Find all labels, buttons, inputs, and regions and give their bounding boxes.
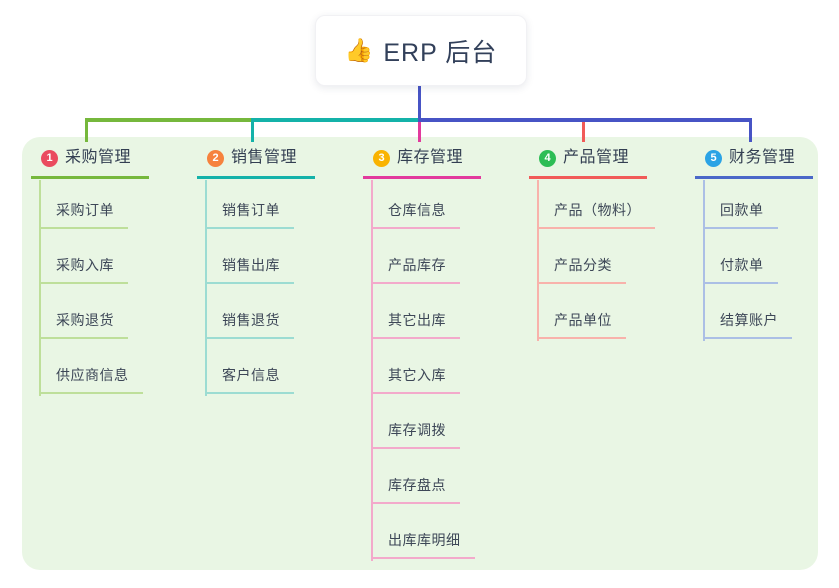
- branch-label: 财务管理: [729, 149, 796, 166]
- branch-header-财务管理[interactable]: 5 财务管理: [695, 147, 813, 179]
- child-item[interactable]: 库存盘点: [371, 475, 460, 504]
- thumbs-up-icon: 👍: [344, 37, 374, 63]
- mindmap-panel: [22, 137, 818, 570]
- child-item[interactable]: 产品单位: [537, 310, 626, 339]
- branch-number-badge: 1: [41, 149, 58, 167]
- branch-header-采购管理[interactable]: 1 采购管理: [31, 147, 149, 179]
- bus-line-right: [417, 118, 752, 122]
- branch-drop-line: [250, 118, 254, 142]
- child-item[interactable]: 仓库信息: [371, 200, 460, 229]
- child-item[interactable]: 出库库明细: [371, 530, 475, 559]
- branch-trunk-line: [39, 179, 41, 396]
- branch-trunk-line: [703, 179, 705, 341]
- child-item[interactable]: 产品库存: [371, 255, 460, 284]
- branch-label: 销售管理: [231, 149, 298, 166]
- branch-drop-line: [748, 118, 752, 142]
- child-item[interactable]: 其它出库: [371, 310, 460, 339]
- branch-label: 产品管理: [563, 149, 630, 166]
- child-item[interactable]: 付款单: [703, 255, 778, 284]
- branch-trunk-line: [537, 179, 539, 341]
- branch-header-销售管理[interactable]: 2 销售管理: [197, 147, 315, 179]
- branch-销售管理: 2 销售管理 销售订单销售出库销售退货客户信息: [197, 147, 315, 396]
- child-item[interactable]: 采购入库: [39, 255, 128, 284]
- branch-number-badge: 5: [705, 149, 722, 167]
- child-item[interactable]: 库存调拨: [371, 420, 460, 449]
- child-item[interactable]: 供应商信息: [39, 365, 143, 394]
- child-item[interactable]: 产品（物料）: [537, 200, 655, 229]
- root-connector-line: [417, 84, 421, 118]
- child-item[interactable]: 客户信息: [205, 365, 294, 394]
- root-node-erp[interactable]: 👍 ERP 后台: [315, 15, 527, 86]
- root-node-label: ERP 后台: [383, 38, 498, 67]
- bus-line-left: [84, 118, 254, 122]
- child-item[interactable]: 结算账户: [703, 310, 792, 339]
- child-item[interactable]: 销售订单: [205, 200, 294, 229]
- branch-number-badge: 3: [373, 149, 390, 167]
- child-item[interactable]: 销售退货: [205, 310, 294, 339]
- branch-header-产品管理[interactable]: 4 产品管理: [529, 147, 647, 179]
- branch-库存管理: 3 库存管理 仓库信息产品库存其它出库其它入库库存调拨库存盘点出库库明细: [363, 147, 481, 561]
- branch-drop-line: [417, 118, 421, 142]
- branch-number-badge: 2: [207, 149, 224, 167]
- branch-财务管理: 5 财务管理 回款单付款单结算账户: [695, 147, 813, 341]
- child-item[interactable]: 采购退货: [39, 310, 128, 339]
- branch-label: 库存管理: [397, 149, 464, 166]
- branch-drop-line: [84, 118, 88, 142]
- branch-trunk-line: [205, 179, 207, 396]
- child-item[interactable]: 采购订单: [39, 200, 128, 229]
- child-item[interactable]: 回款单: [703, 200, 778, 229]
- branch-header-库存管理[interactable]: 3 库存管理: [363, 147, 481, 179]
- branch-trunk-line: [371, 179, 373, 561]
- branch-drop-line: [581, 118, 585, 142]
- branch-产品管理: 4 产品管理 产品（物料） 产品分类产品单位: [529, 147, 655, 341]
- child-item[interactable]: 销售出库: [205, 255, 294, 284]
- branch-label: 采购管理: [65, 149, 132, 166]
- branch-采购管理: 1 采购管理 采购订单采购入库采购退货供应商信息: [31, 147, 149, 396]
- child-item[interactable]: 其它入库: [371, 365, 460, 394]
- branch-number-badge: 4: [539, 149, 556, 167]
- child-item[interactable]: 产品分类: [537, 255, 626, 284]
- bus-line-mid: [250, 118, 421, 122]
